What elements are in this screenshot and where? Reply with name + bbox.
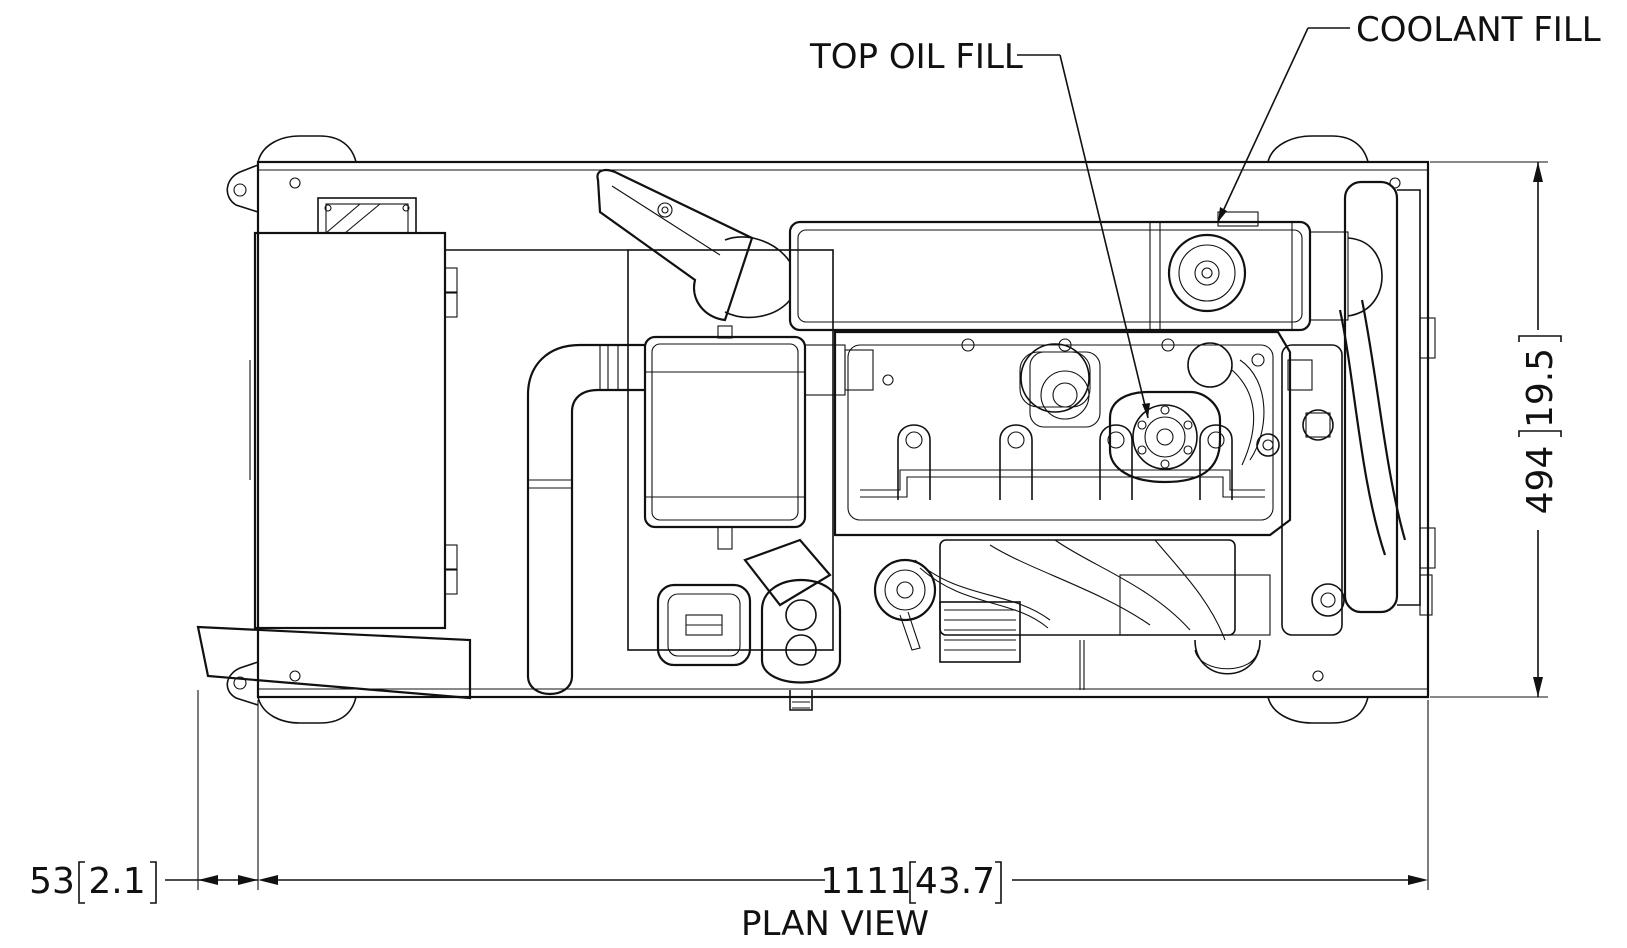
callout-leaders — [1017, 27, 1350, 419]
width-dimension-in: 19.5 — [1520, 348, 1561, 428]
fuel-injection-pump — [914, 539, 1271, 690]
oil-filter — [873, 558, 937, 651]
oil-fill-cap — [1108, 390, 1222, 484]
base-frame — [256, 160, 1430, 699]
engine-panel — [627, 249, 834, 651]
air-intake-elbow — [596, 169, 791, 322]
u-pipe — [526, 343, 645, 696]
dimension-length: 1111 43.7 — [197, 690, 1429, 904]
dimension-width: 494 19.5 — [1430, 161, 1562, 698]
offset-dimension-mm: 53 — [29, 861, 75, 902]
engine-block — [833, 330, 1292, 537]
mounting-feet — [226, 135, 1401, 724]
length-dimension-in: 43.7 — [915, 861, 995, 902]
view-title: PLAN VIEW — [741, 904, 929, 944]
control-box — [249, 197, 628, 630]
exhaust-pipe — [196, 625, 472, 700]
air-filter — [643, 325, 894, 550]
intake-manifold — [788, 220, 1383, 332]
coolant-fill-label: COOLANT FILL — [1356, 10, 1601, 50]
fuel-filter — [656, 538, 842, 711]
engine-sensor — [1019, 342, 1233, 413]
radiator-hose — [1338, 180, 1436, 616]
accessories-right — [1231, 344, 1345, 636]
dimension-offset: 53 2.1 — [29, 861, 258, 904]
length-dimension-mm: 1111 — [820, 861, 912, 902]
coolant-cap — [1167, 211, 1259, 313]
width-dimension-mm: 494 — [1520, 446, 1561, 515]
top-oil-fill-label: TOP OIL FILL — [809, 37, 1023, 77]
offset-dimension-in: 2.1 — [88, 861, 145, 902]
